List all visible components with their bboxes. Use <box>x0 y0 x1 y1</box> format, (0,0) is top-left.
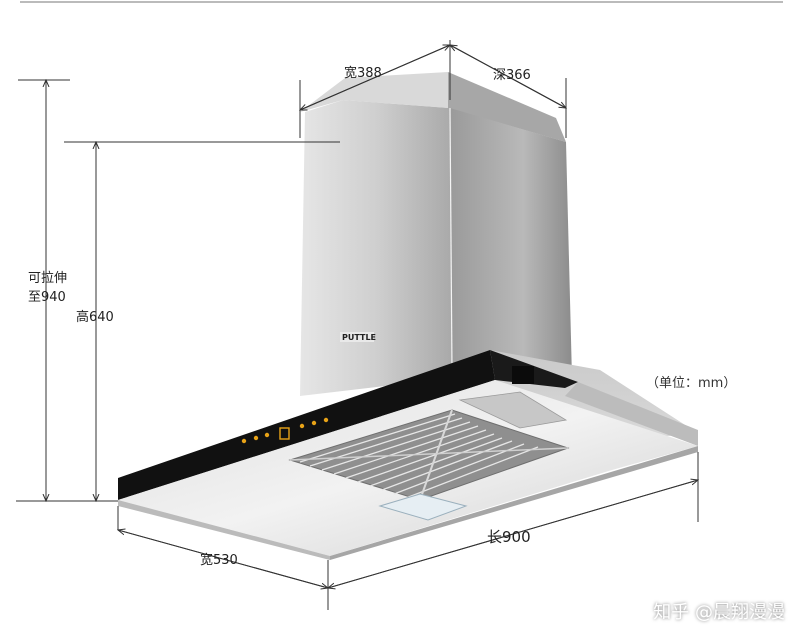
control-button-2[interactable] <box>253 435 259 441</box>
canopy-side-strip <box>565 382 698 446</box>
chimney-cap-left <box>300 72 448 112</box>
control-button-3[interactable] <box>264 432 270 438</box>
label-extendable-line2: 至940 <box>28 290 66 305</box>
glass-panel-front <box>118 350 495 500</box>
chimney-right-face <box>450 108 572 378</box>
label-unit: （单位：mm） <box>646 376 737 391</box>
canopy-lip-right <box>330 446 698 560</box>
label-length: 长900 <box>487 528 531 546</box>
dimension-lines <box>16 40 698 610</box>
control-panel <box>241 417 329 444</box>
label-width-top: 宽388 <box>344 66 382 81</box>
sensor-box <box>512 366 534 384</box>
control-button-1[interactable] <box>241 438 247 444</box>
chimney-cap-right <box>448 72 566 142</box>
filter-grille <box>288 409 570 501</box>
label-depth-top: 深366 <box>493 68 531 83</box>
control-button-5[interactable] <box>311 420 317 426</box>
control-button-4[interactable] <box>299 423 305 429</box>
control-button-6[interactable] <box>323 417 329 423</box>
watermark: 知乎 @晨翔漫漫 <box>653 602 785 623</box>
canopy <box>118 350 698 560</box>
rear-vent <box>458 391 568 429</box>
label-height: 高640 <box>76 310 114 325</box>
brand-badge <box>340 332 374 342</box>
control-display <box>279 427 290 440</box>
light-diffuser <box>378 493 468 521</box>
chimney-left-face <box>300 100 452 396</box>
brand-text: PUTTLE <box>342 333 376 342</box>
label-extendable-line1: 可拉伸 <box>28 271 68 286</box>
chimney: PUTTLE <box>300 72 572 396</box>
chimney-edge <box>449 107 453 371</box>
canopy-lip-left <box>118 500 330 560</box>
label-width-bottom: 宽530 <box>200 553 238 568</box>
